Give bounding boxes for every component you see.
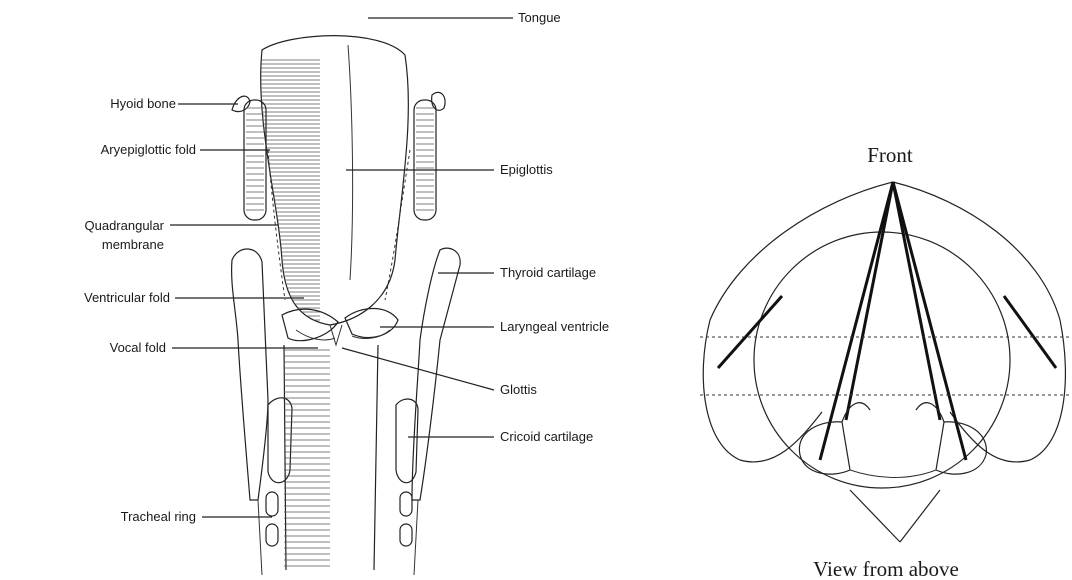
label-aryepiglottic-fold: Aryepiglottic fold — [101, 142, 196, 157]
label-front: Front — [867, 143, 913, 167]
label-tongue: Tongue — [518, 10, 561, 25]
label-epiglottis: Epiglottis — [500, 162, 553, 177]
trachea-hatching — [284, 350, 330, 566]
larynx-anatomy-drawing — [170, 18, 513, 575]
label-ventricular-fold: Ventricular fold — [84, 290, 170, 305]
epiglottis-hatching — [255, 60, 320, 328]
label-view-from-above: View from above — [813, 557, 959, 580]
label-laryngeal-ventricle: Laryngeal ventricle — [500, 319, 609, 334]
label-quadrangular-line2: membrane — [102, 237, 164, 252]
label-vocal-fold: Vocal fold — [110, 340, 166, 355]
label-tracheal-ring: Tracheal ring — [121, 509, 196, 524]
label-hyoid-bone: Hyoid bone — [110, 96, 176, 111]
label-cricoid-cartilage: Cricoid cartilage — [500, 429, 593, 444]
label-glottis: Glottis — [500, 382, 537, 397]
glottis-top-view-schematic — [700, 182, 1072, 542]
label-thyroid-cartilage: Thyroid cartilage — [500, 265, 596, 280]
label-quadrangular-line1: Quadrangular — [85, 218, 165, 233]
